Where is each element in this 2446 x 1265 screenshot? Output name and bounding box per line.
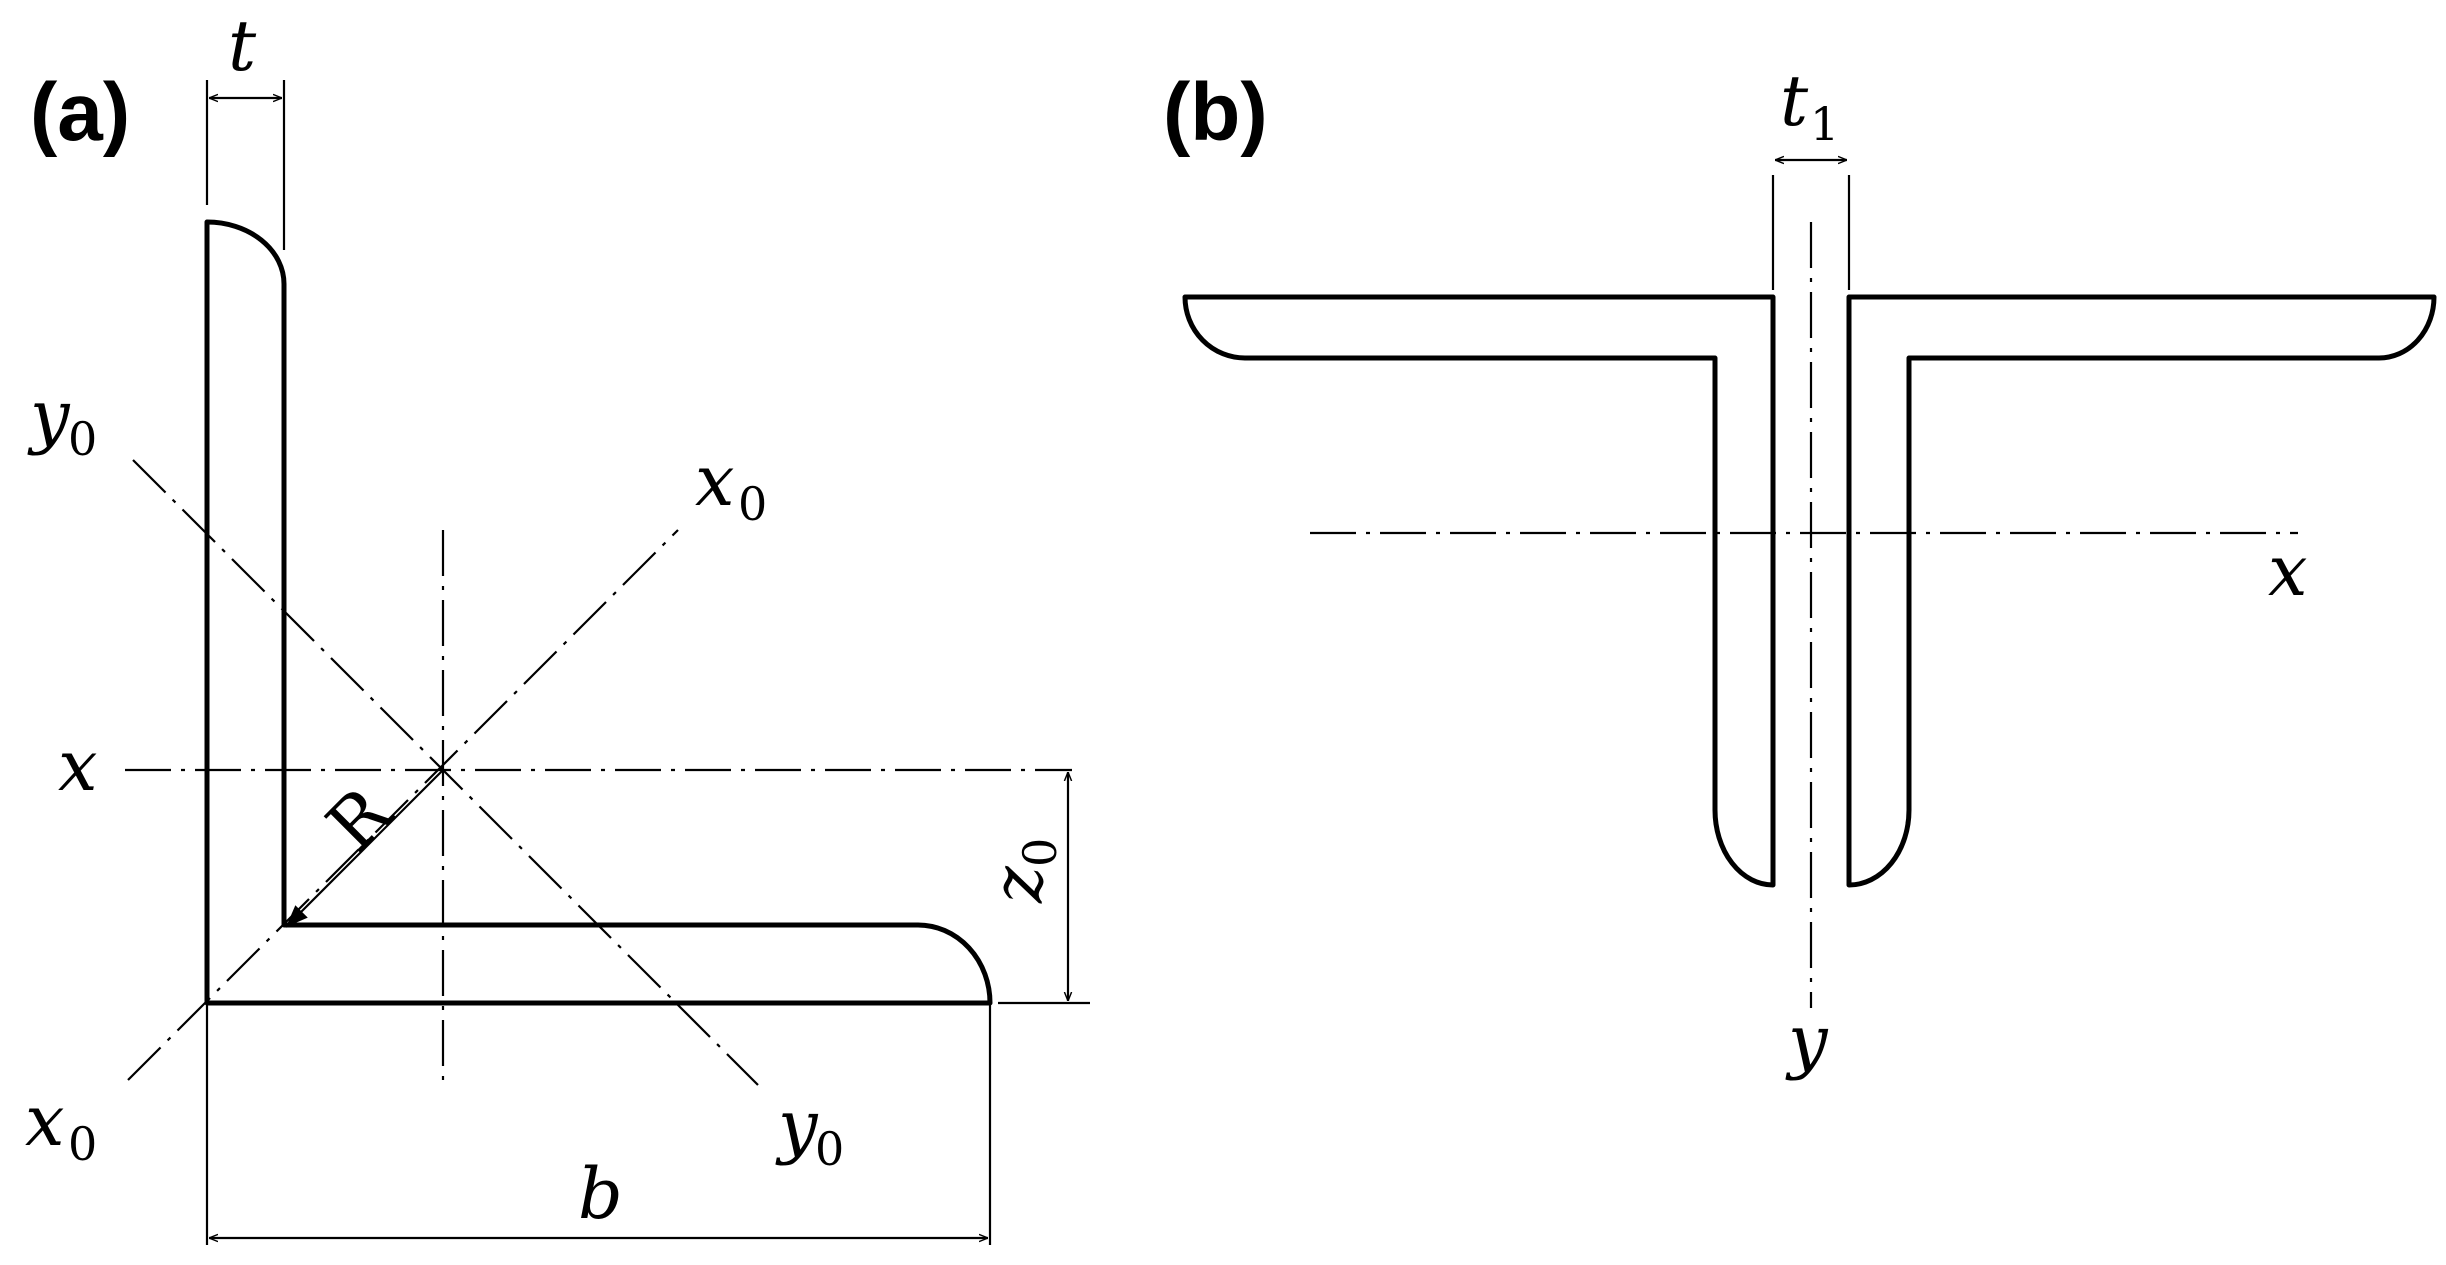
x-axis-label: x <box>58 725 97 807</box>
panel-b-label: (b) <box>1163 67 1268 158</box>
svg-text:x: x <box>25 1080 64 1162</box>
x-axis-label-b: x <box>2268 530 2307 612</box>
svg-text:0: 0 <box>815 1122 844 1176</box>
svg-text:1: 1 <box>1810 97 1839 151</box>
x0-axis-line <box>127 529 679 1081</box>
svg-text:x: x <box>695 440 734 522</box>
left-angle-outline <box>1182 294 1776 888</box>
y-axis-label-b: y <box>1785 1000 1829 1082</box>
svg-text:y: y <box>775 1085 819 1167</box>
svg-text:0: 0 <box>68 412 97 466</box>
svg-text:y: y <box>27 375 71 457</box>
panel-b: (b) t 1 x y <box>1163 60 2437 1082</box>
x0-top-label: x 0 <box>695 440 767 531</box>
angle-section-outline <box>204 219 993 1006</box>
z0-label: z 0 <box>977 838 1067 904</box>
svg-text:z: z <box>977 865 1059 904</box>
y0-top-label: y 0 <box>27 375 97 466</box>
panel-a-label: (a) <box>30 67 130 158</box>
svg-text:t: t <box>1780 60 1809 142</box>
x0-bottom-label: x 0 <box>25 1080 97 1171</box>
t-label: t <box>228 5 257 87</box>
y0-bottom-label: y 0 <box>775 1085 844 1176</box>
r-label: R <box>311 770 408 867</box>
svg-text:0: 0 <box>68 1117 97 1171</box>
right-angle-outline <box>1846 294 2437 888</box>
svg-text:0: 0 <box>1013 838 1067 867</box>
t1-label: t 1 <box>1780 60 1839 151</box>
radius-r-arrow <box>285 769 444 928</box>
b-label: b <box>578 1153 623 1235</box>
svg-text:0: 0 <box>738 477 767 531</box>
y0-axis-line <box>132 459 759 1086</box>
panel-a: (a) t b R x y 0 x 0 <box>25 5 1090 1245</box>
